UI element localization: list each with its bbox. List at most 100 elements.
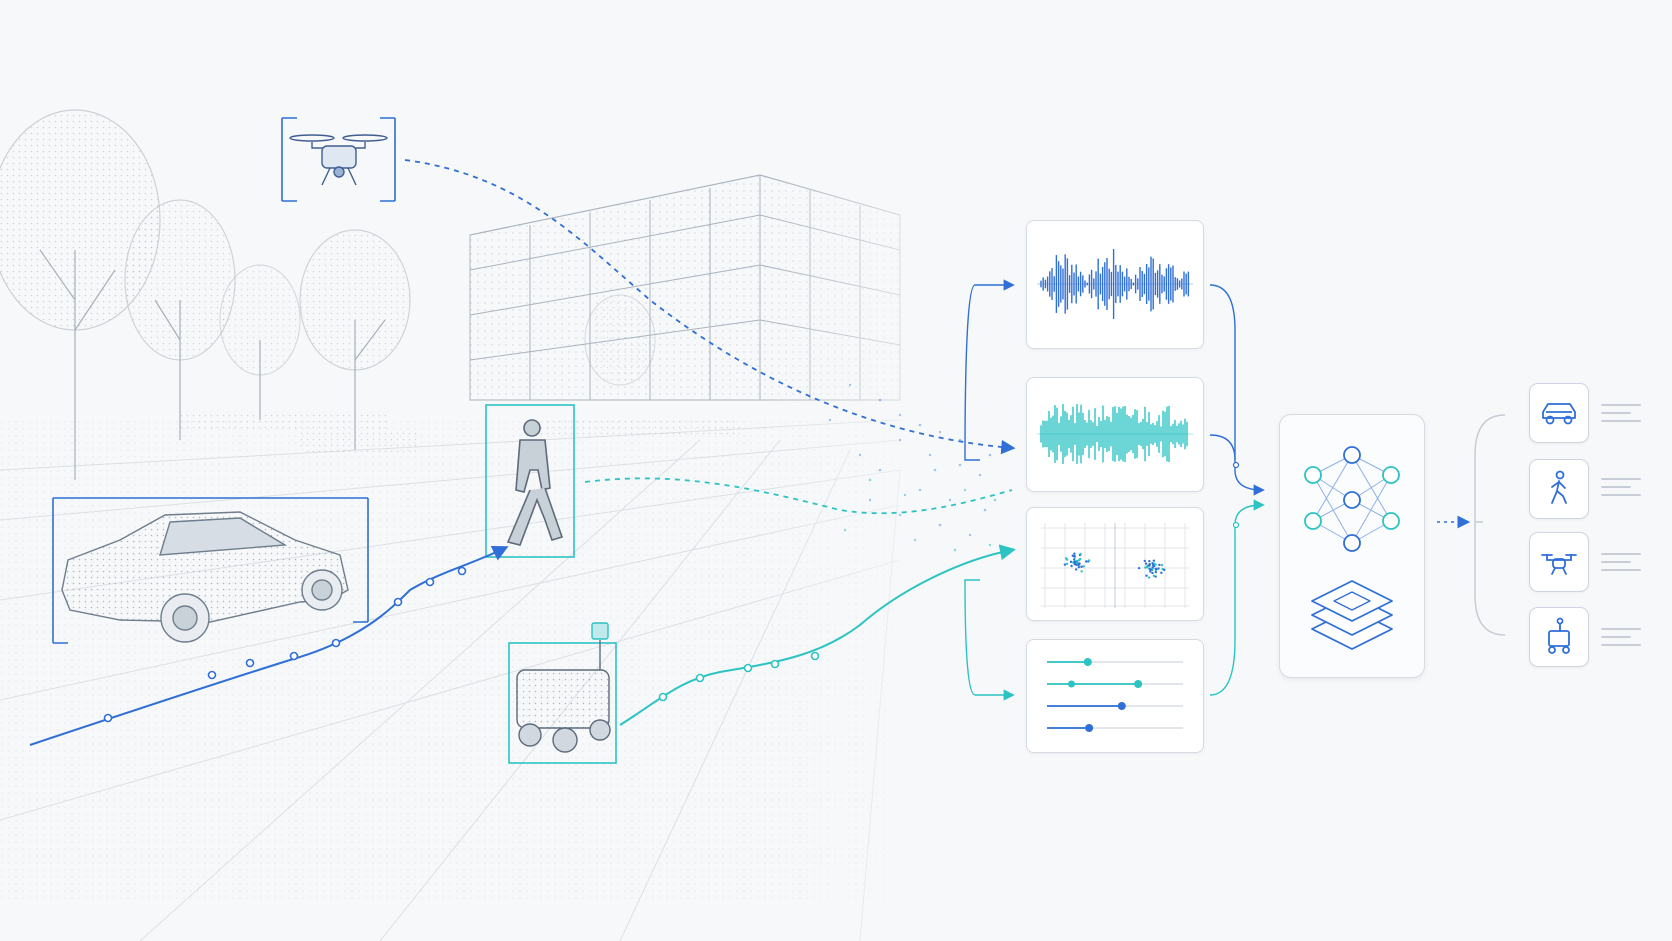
scatter-point	[1073, 552, 1076, 555]
robot-icon	[1548, 617, 1570, 654]
output-bracket	[1474, 414, 1506, 636]
output-drone	[1529, 532, 1589, 592]
scatter-icon	[1041, 523, 1189, 608]
output-pedestrian	[1529, 459, 1589, 519]
connector-mid	[1209, 434, 1236, 461]
scatter-point	[1080, 565, 1083, 568]
output-pedestrian-lines	[1601, 478, 1641, 502]
scatter-point	[1154, 575, 1157, 578]
car-trajectory	[29, 546, 509, 746]
input-bracket-lower	[964, 579, 1015, 701]
robot-trajectory	[619, 544, 1016, 726]
slider-knob	[1117, 702, 1126, 710]
scatter-point	[1073, 558, 1076, 561]
scatter-point	[1070, 564, 1073, 568]
output-car-lines	[1601, 404, 1641, 428]
data-particles	[828, 383, 992, 537]
car-icon	[61, 511, 349, 643]
car-icon	[1542, 403, 1576, 425]
scatter-point	[1154, 563, 1157, 566]
scatter-point	[1065, 562, 1069, 566]
slider-knob	[1083, 658, 1092, 666]
data-particles-teal	[843, 468, 997, 552]
scatter-point	[1075, 563, 1078, 567]
connector-lower	[1209, 499, 1265, 696]
connector-upper	[1209, 284, 1265, 496]
signal-bars-icon	[1037, 404, 1193, 464]
scatter-point	[1082, 565, 1085, 568]
scatter-point	[1149, 570, 1152, 573]
scatter-point	[1152, 559, 1156, 562]
scatter-point	[1148, 559, 1151, 563]
scatter-point	[1065, 558, 1069, 561]
scatter-point	[1160, 571, 1163, 575]
scatter-point	[1087, 559, 1091, 562]
scatter-point	[1137, 566, 1141, 570]
output-car	[1529, 383, 1589, 443]
scatter-point	[1074, 568, 1078, 571]
scatter-point	[1077, 563, 1080, 567]
output-robot-lines	[1601, 628, 1641, 652]
layers-icon	[1311, 580, 1393, 650]
scatter-point	[1145, 574, 1148, 577]
pedestrian-icon	[1551, 470, 1567, 504]
scatter-grid-panel	[1026, 507, 1204, 621]
scatter-point	[1147, 576, 1151, 579]
scatter-point	[1080, 570, 1083, 573]
scatter-point	[1154, 570, 1158, 574]
scatter-point	[1063, 563, 1067, 566]
robot-detection	[508, 622, 617, 764]
scatter-point	[1085, 560, 1088, 563]
scatter-point	[1073, 554, 1076, 558]
neural-network-icon	[1304, 446, 1400, 552]
robot-trajectory-points	[658, 651, 820, 702]
scatter-point	[1145, 565, 1149, 568]
scatter-point	[1073, 560, 1076, 564]
scatter-point	[1155, 567, 1158, 571]
radar-signal-panel	[1026, 377, 1204, 492]
scatter-point	[1151, 566, 1154, 569]
scatter-point	[1143, 559, 1146, 563]
output-robot	[1529, 607, 1589, 667]
pedestrian-detection	[485, 404, 575, 558]
scatter-point	[1144, 562, 1148, 565]
scatter-point	[1158, 563, 1161, 567]
car-bounding-box	[52, 497, 369, 644]
scatter-point	[1152, 574, 1156, 577]
pedestrian-bounding-box	[485, 404, 575, 558]
delivery-robot-icon	[516, 622, 611, 753]
planter-icon	[180, 410, 740, 452]
drone-flow	[404, 159, 1016, 455]
pedestrian-icon	[506, 419, 564, 546]
scatter-point	[1079, 557, 1082, 561]
output-drone-lines	[1601, 553, 1641, 577]
parameter-sliders-panel	[1026, 639, 1204, 753]
tree-icon	[0, 109, 656, 480]
drone-icon	[1541, 554, 1577, 575]
scatter-point	[1160, 563, 1164, 567]
scatter-point	[1069, 560, 1073, 564]
scatter-point	[1151, 571, 1154, 575]
drone-bounding-box	[281, 117, 396, 202]
scatter-point	[1148, 567, 1151, 571]
fusion-hub	[1279, 414, 1425, 678]
waveform-icon	[1037, 249, 1193, 319]
robot-bounding-box	[508, 642, 617, 764]
pedestrian-flow	[584, 477, 1013, 515]
slider-knob	[1134, 680, 1143, 688]
scatter-point	[1148, 562, 1151, 566]
slider-knob-secondary	[1067, 680, 1075, 688]
scatter-point	[1079, 552, 1082, 556]
drone-icon	[289, 134, 388, 186]
input-bracket-upper	[964, 279, 1015, 461]
scatter-point	[1157, 567, 1160, 570]
car-detection	[52, 497, 369, 644]
drone-detection	[281, 117, 396, 202]
scatter-point	[1071, 554, 1074, 557]
slider-knob	[1085, 724, 1094, 732]
scatter-point	[1077, 565, 1081, 569]
